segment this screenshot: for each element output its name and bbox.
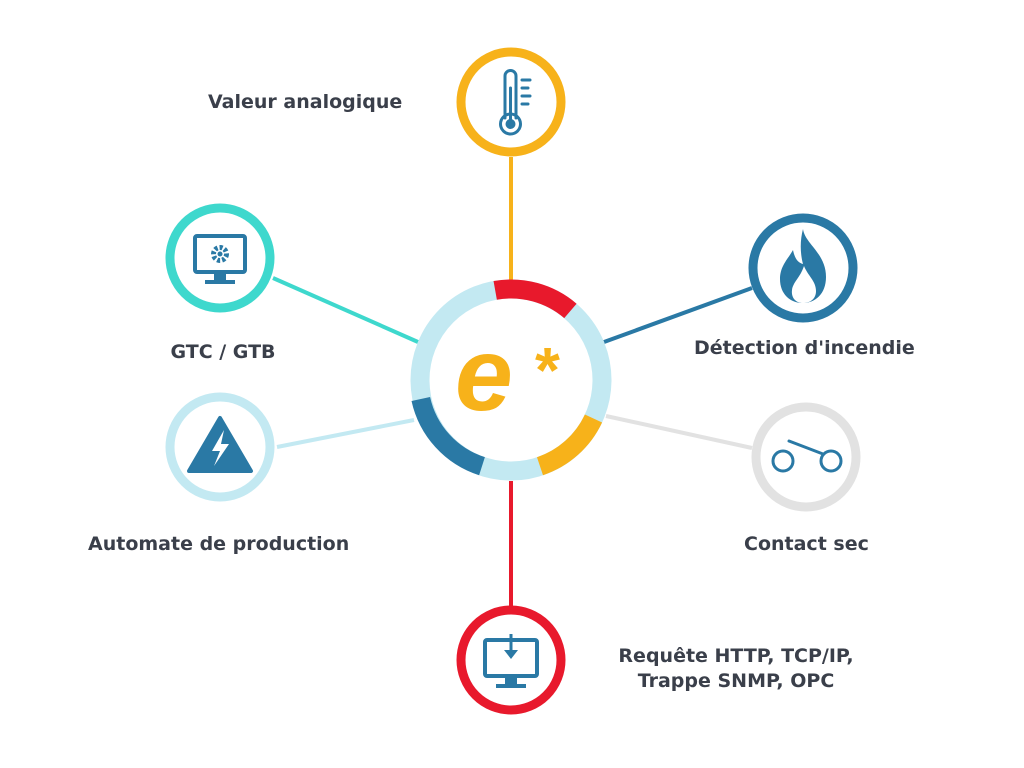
node-fire [748,213,858,323]
connector-fire [603,286,753,344]
central-hub: e * [410,279,612,481]
hub-arc-red [493,279,577,319]
node-http [456,605,566,715]
logo-asterisk: * [535,334,560,406]
label-protocols-line2: Trappe SNMP, OPC [637,669,835,692]
monitor-gear-icon [193,234,247,284]
connector-contact [605,414,753,450]
hub-arc-blue [411,396,486,476]
label-fire-detection: Détection d'incendie [694,337,915,359]
switch-contact-icon [771,439,843,473]
logo-letter: e [455,317,513,433]
node-contact [751,402,861,512]
flame-icon [780,229,826,303]
label-dry-contact: Contact sec [744,533,869,555]
label-protocols: Requête HTTP, TCP/IP, Trappe SNMP, OPC [612,644,860,693]
label-analog-value: Valeur analogique [208,91,403,113]
label-production-automaton: Automate de production [88,533,350,555]
brand-logo: e * [455,317,560,433]
thermometer-icon [499,69,532,136]
hub-arc-orange [536,414,603,476]
connector-gtc [272,276,419,344]
high-voltage-warning-icon [187,416,253,473]
label-protocols-line1: Requête HTTP, TCP/IP, [618,645,854,667]
label-gtc-gtb: GTC / GTB [170,341,276,363]
node-analog [456,47,566,157]
node-plc [165,392,275,502]
connector-plc [276,418,415,449]
monitor-download-icon [483,634,539,688]
node-gtc [165,203,275,313]
